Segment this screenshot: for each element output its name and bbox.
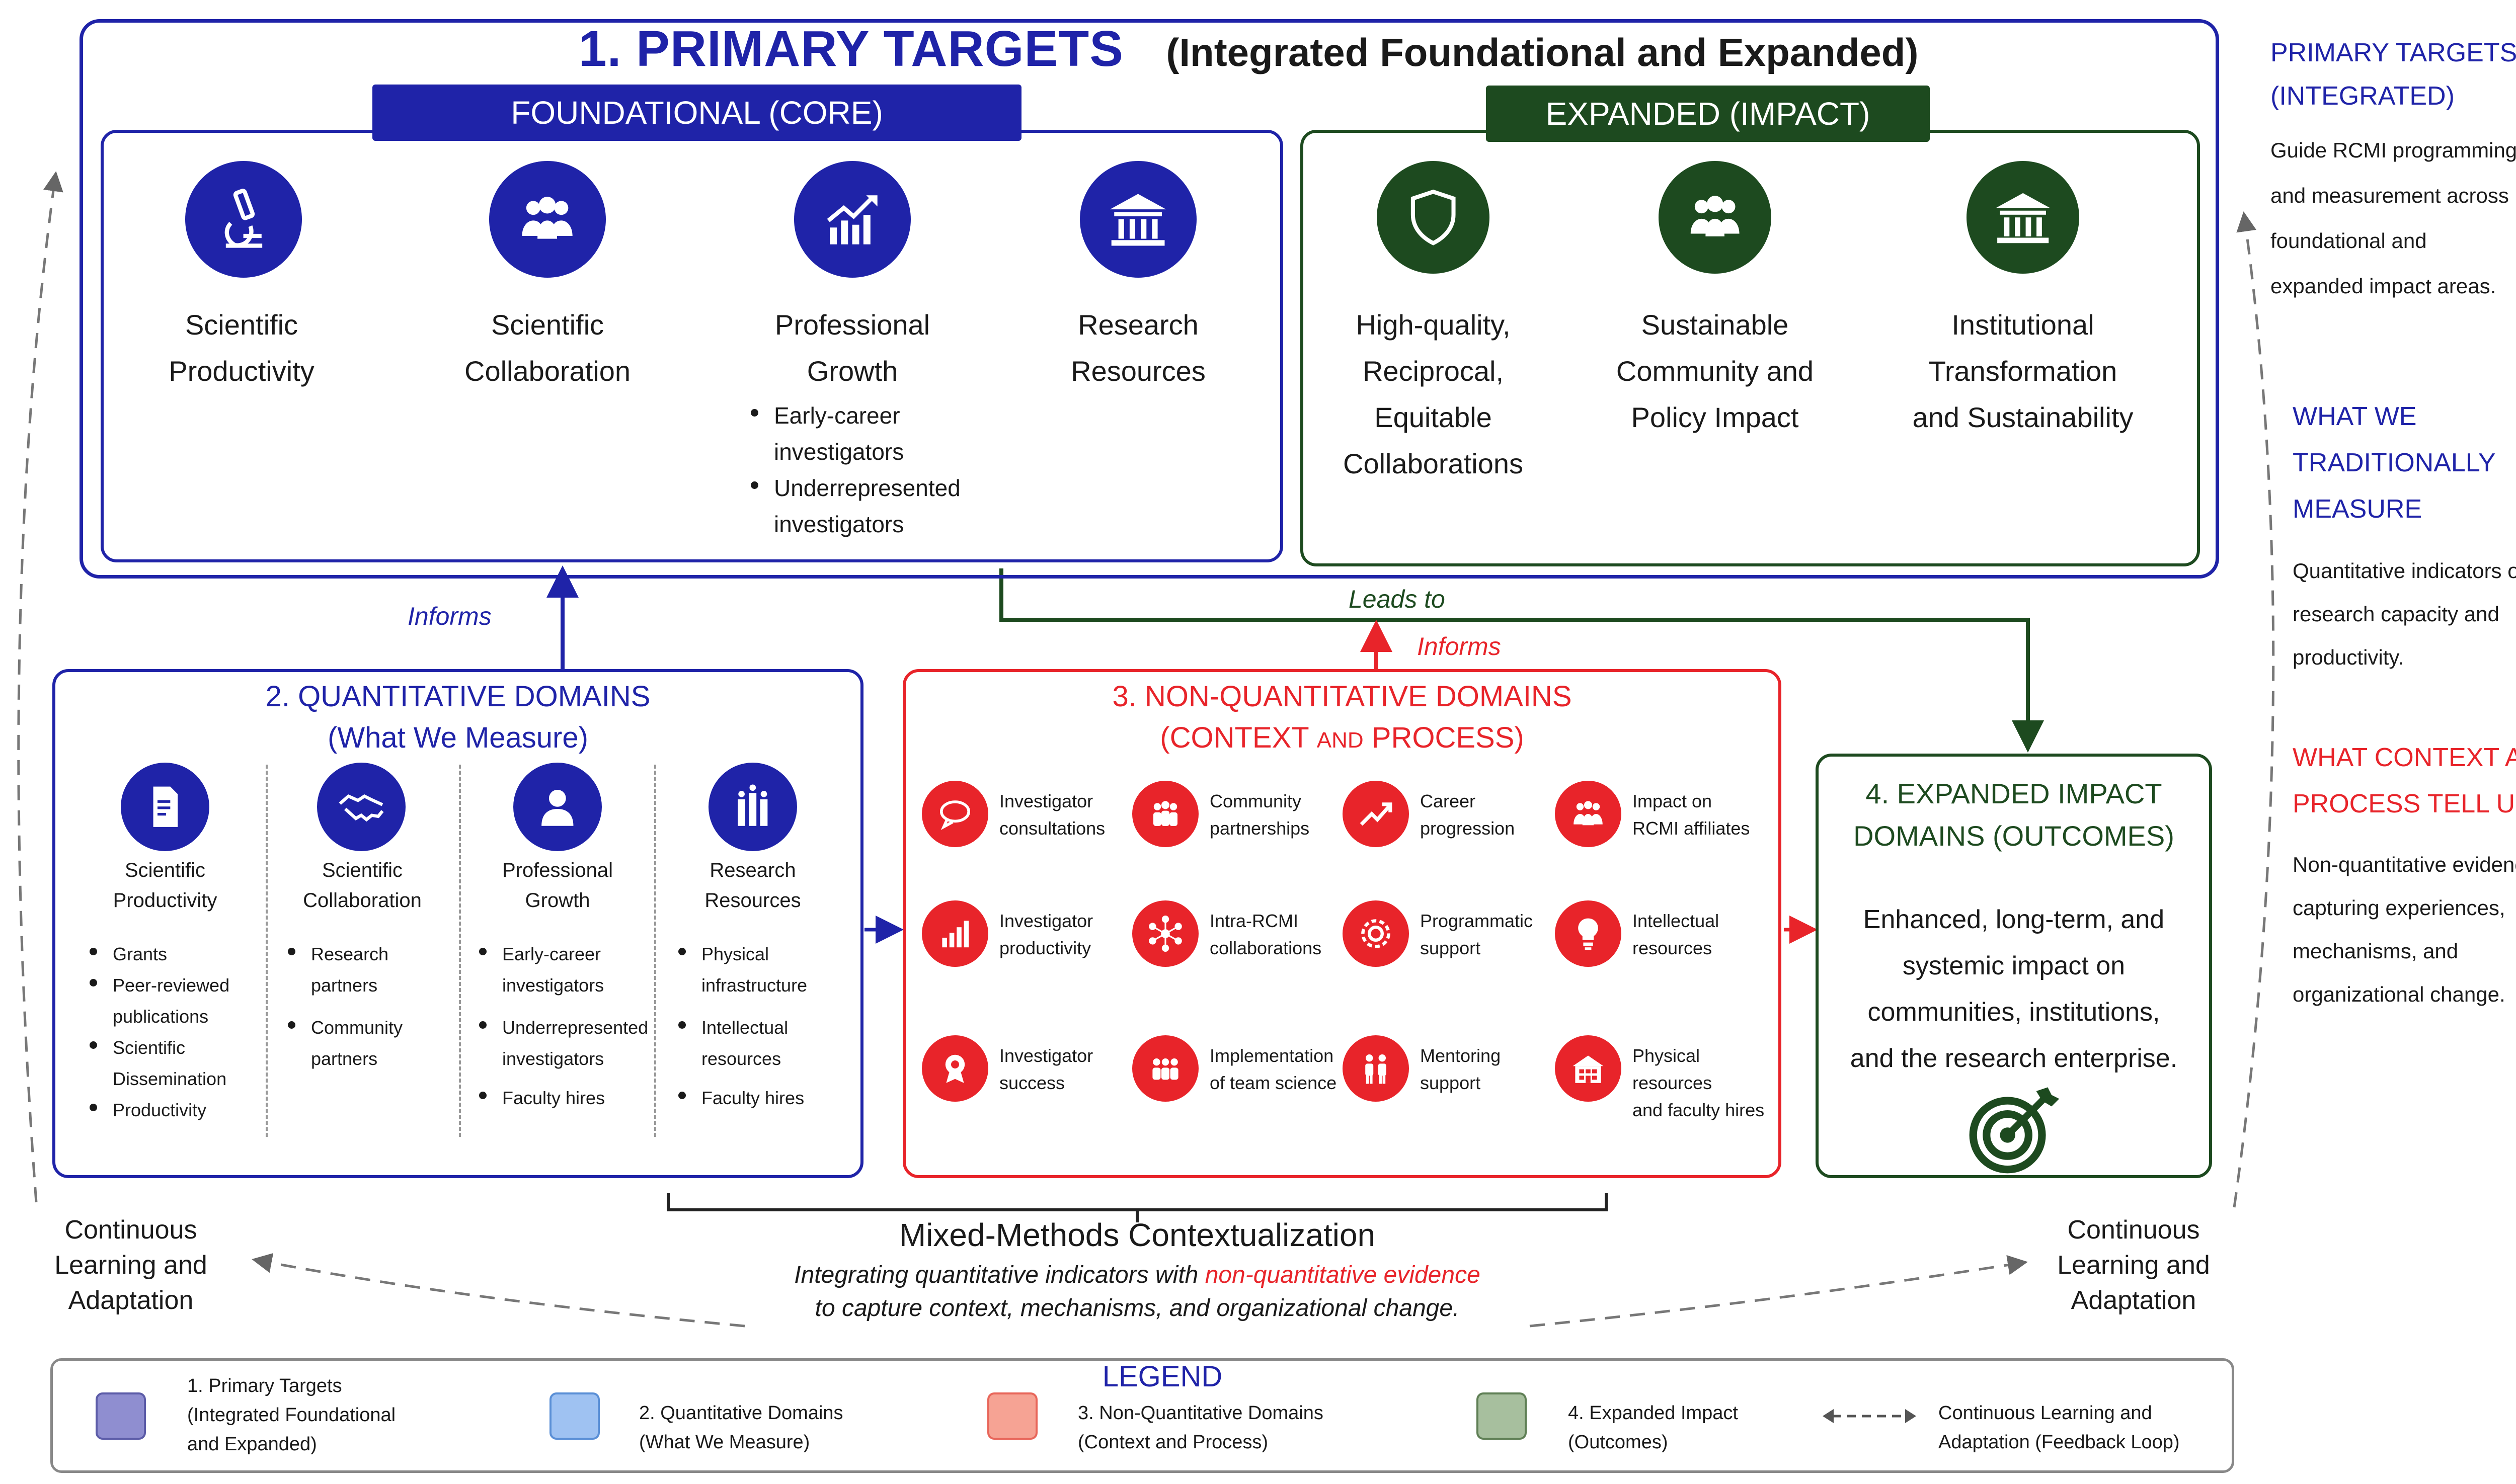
leads-to-label: Leads to xyxy=(1349,585,1445,613)
quantitative-domains-box xyxy=(52,669,863,1178)
institution-icon xyxy=(1080,161,1197,278)
team-icon xyxy=(1132,1035,1199,1102)
expanded-tag: EXPANDED (IMPACT) xyxy=(1486,86,1930,142)
feedback-loop-bottom-left xyxy=(252,1253,745,1328)
award-icon xyxy=(922,1035,988,1102)
leads-to-arrow xyxy=(999,568,2044,753)
legend-item-quantitative: 2. Quantitative Domains(What We Measure) xyxy=(639,1403,843,1453)
feedback-loop-left-arc xyxy=(17,171,63,1203)
microscope-icon xyxy=(185,161,302,278)
person-icon xyxy=(513,763,602,851)
bar-chart-icon xyxy=(922,900,988,967)
foundational-tag: FOUNDATIONAL (CORE) xyxy=(372,85,1021,141)
mixed-methods-description: Integrating quantitative indicators with… xyxy=(794,1262,1480,1322)
people-icon xyxy=(1555,781,1621,847)
informs-label-left: Informs xyxy=(408,602,492,630)
legend-title: LEGEND xyxy=(1102,1360,1223,1393)
legend-box xyxy=(50,1358,2234,1473)
primary-targets-heading: 1. PRIMARY TARGETS (Integrated Foundatio… xyxy=(579,20,2088,91)
trend-arrow-icon xyxy=(1343,781,1409,847)
document-icon xyxy=(121,763,209,851)
feedback-loop-right-arc xyxy=(2233,211,2275,1208)
shield-icon xyxy=(1377,161,1489,274)
handshake-icon xyxy=(317,763,406,851)
legend-feedback-loop-icon xyxy=(1823,1409,1916,1423)
legend-swatch-non-quantitative xyxy=(987,1392,1038,1440)
primary-targets-title: 1. PRIMARY TARGETS xyxy=(579,21,1124,77)
network-icon xyxy=(1132,900,1199,967)
quantitative-domains-title: 2. QUANTITATIVE DOMAINS(What We Measure) xyxy=(265,680,651,754)
legend-item-expanded-impact: 4. Expanded Impact(Outcomes) xyxy=(1568,1403,1738,1453)
lightbulb-icon xyxy=(1555,900,1621,967)
group-icon xyxy=(1659,161,1771,274)
primary-targets-subtitle: (Integrated Foundational and Expanded) xyxy=(1166,30,1919,74)
legend-swatch-quantitative xyxy=(549,1392,600,1440)
legend-item-primary: 1. Primary Targets(Integrated Foundation… xyxy=(187,1375,396,1455)
building-icon xyxy=(709,763,797,851)
target-icon xyxy=(1969,1087,2060,1174)
non-quantitative-domains-box xyxy=(903,669,1781,1178)
mentor-icon xyxy=(1343,1035,1409,1102)
mixed-methods-brace xyxy=(667,1193,1608,1211)
gear-icon xyxy=(1343,900,1409,967)
speech-bubble-icon xyxy=(922,781,988,847)
growth-chart-icon xyxy=(794,161,911,278)
legend-swatch-primary xyxy=(96,1392,146,1440)
institution-icon xyxy=(1967,161,2079,274)
legend-swatch-expanded-impact xyxy=(1476,1392,1527,1440)
facility-icon xyxy=(1555,1035,1621,1102)
community-icon xyxy=(1132,781,1199,847)
expanded-impact-box xyxy=(1816,754,2212,1178)
legend-item-non-quantitative: 3. Non-Quantitative Domains(Context and … xyxy=(1078,1403,1323,1453)
mixed-methods-title: Mixed-Methods Contextualization xyxy=(899,1217,1376,1253)
group-icon xyxy=(489,161,606,278)
side-primary-targets-title: PRIMARY TARGETS(INTEGRATED) xyxy=(2270,38,2516,111)
non-quantitative-domains-title: 3. NON-QUANTITATIVE DOMAINS (CONTEXT AND… xyxy=(1112,680,1572,754)
informs-label-right: Informs xyxy=(1417,632,1501,661)
primary-targets-box xyxy=(80,19,2219,579)
feedback-loop-bottom-right xyxy=(1529,1255,2028,1328)
